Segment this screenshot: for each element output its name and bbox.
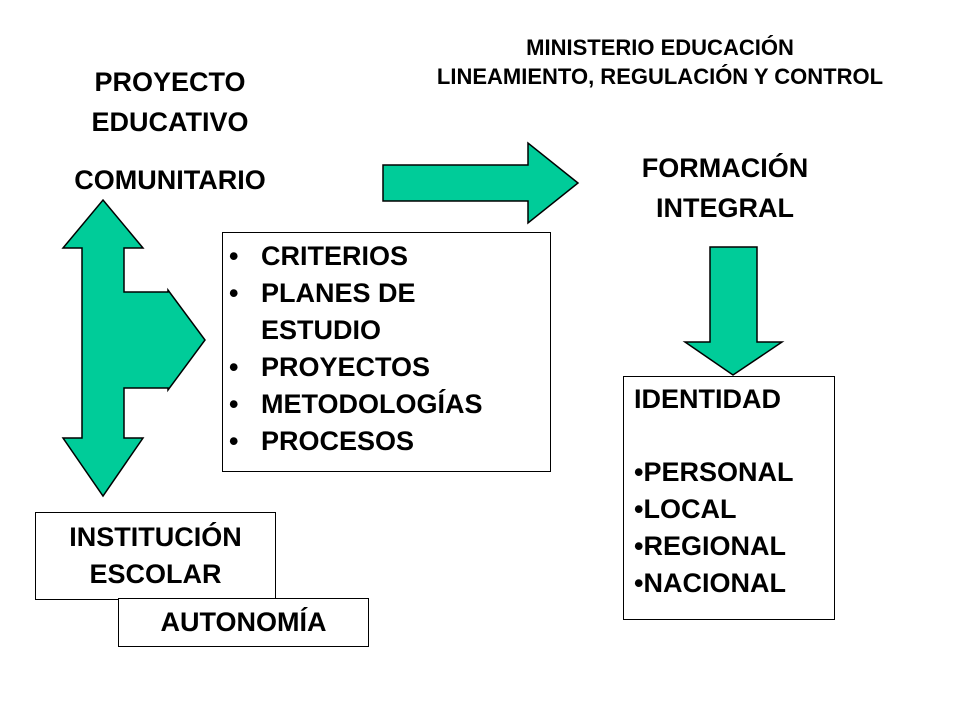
identity-title: IDENTIDAD	[634, 384, 781, 414]
list-item: PROCESOS	[229, 423, 550, 460]
list-item: •REGIONAL	[634, 531, 786, 561]
identity-box: IDENTIDAD •PERSONAL •LOCAL •REGIONAL •NA…	[623, 376, 835, 620]
project-heading: PROYECTO EDUCATIVO	[60, 62, 280, 142]
ministry-title: MINISTERIO EDUCACIÓN	[526, 35, 794, 60]
right-arrow	[382, 141, 580, 225]
components-list: CRITERIOS PLANES DE ESTUDIO PROYECTOS ME…	[223, 238, 550, 460]
institution-line-2: ESCOLAR	[89, 559, 222, 589]
list-item: •LOCAL	[634, 494, 737, 524]
list-item: •PERSONAL	[634, 457, 794, 487]
identity-list: •PERSONAL •LOCAL •REGIONAL •NACIONAL	[634, 454, 834, 602]
project-line-3: COMUNITARIO	[74, 165, 266, 195]
list-item: METODOLOGÍAS	[229, 386, 550, 423]
project-line-2: EDUCATIVO	[91, 107, 249, 137]
project-line-1: PROYECTO	[94, 67, 246, 97]
institution-box: INSTITUCIÓN ESCOLAR	[35, 512, 276, 600]
list-item: •NACIONAL	[634, 568, 786, 598]
autonomy-box: AUTONOMÍA	[118, 598, 369, 647]
formation-heading: FORMACIÓN INTEGRAL	[600, 148, 850, 228]
ministry-subtitle: LINEAMIENTO, REGULACIÓN Y CONTROL	[436, 64, 884, 89]
formation-line-2: INTEGRAL	[656, 193, 794, 223]
components-box: CRITERIOS PLANES DE ESTUDIO PROYECTOS ME…	[222, 232, 551, 472]
formation-line-1: FORMACIÓN	[641, 153, 809, 183]
list-item: PROYECTOS	[229, 349, 550, 386]
list-item: CRITERIOS	[229, 238, 550, 275]
institution-line-1: INSTITUCIÓN	[69, 522, 242, 552]
list-item: PLANES DE ESTUDIO	[229, 275, 491, 349]
down-arrow	[682, 246, 785, 376]
autonomy-label: AUTONOMÍA	[160, 607, 327, 637]
ministry-heading: MINISTERIO EDUCACIÓN LINEAMIENTO, REGULA…	[380, 33, 940, 91]
double-branch-arrow	[61, 198, 206, 498]
